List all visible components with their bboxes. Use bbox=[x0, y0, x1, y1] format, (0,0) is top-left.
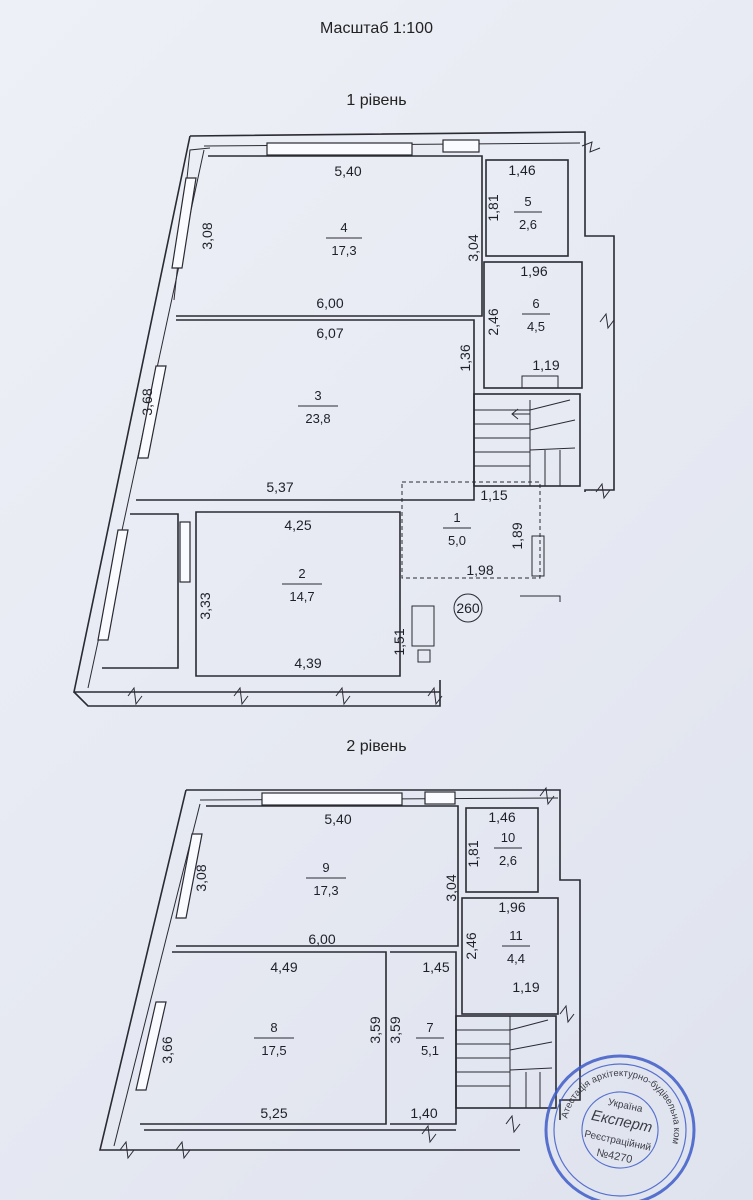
dim-label: 1,19 bbox=[512, 979, 539, 995]
dim-label: 1,40 bbox=[410, 1105, 437, 1121]
room-number: 7 bbox=[426, 1020, 433, 1035]
dim-label: 1,81 bbox=[465, 840, 481, 867]
dim-label: 1,96 bbox=[520, 263, 547, 279]
dim-label: 1,46 bbox=[488, 809, 515, 825]
room-area: 23,8 bbox=[305, 411, 330, 426]
room-area: 2,6 bbox=[499, 853, 517, 868]
dim-label: 3,08 bbox=[199, 222, 215, 249]
dim-label: 1,89 bbox=[509, 522, 525, 549]
room-area: 4,4 bbox=[507, 951, 525, 966]
dim-label: 1,96 bbox=[498, 899, 525, 915]
dim-label: 1,51 bbox=[391, 628, 407, 655]
window bbox=[97, 529, 129, 641]
window bbox=[266, 142, 413, 156]
window bbox=[171, 177, 197, 269]
dim-label: 1,98 bbox=[466, 562, 493, 578]
room-number: 2 bbox=[298, 566, 305, 581]
dim-label: 4,39 bbox=[294, 655, 321, 671]
window bbox=[261, 792, 403, 806]
room-area: 17,3 bbox=[331, 243, 356, 258]
window bbox=[442, 139, 480, 153]
window bbox=[175, 833, 203, 919]
expert-stamp: Атестація архітектурно-будівельна комісі… bbox=[544, 1054, 696, 1200]
room-number: 6 bbox=[532, 296, 539, 311]
dim-label: 5,37 bbox=[266, 479, 293, 495]
room-number: 3 bbox=[314, 388, 321, 403]
dim-label: 3,04 bbox=[465, 234, 481, 261]
window bbox=[179, 521, 191, 583]
dim-label: 1,19 bbox=[532, 357, 559, 373]
dim-label: 1,46 bbox=[508, 162, 535, 178]
room-area: 5,1 bbox=[421, 1043, 439, 1058]
room-number: 5 bbox=[524, 194, 531, 209]
dim-label: 3,59 bbox=[387, 1016, 403, 1043]
dim-label: 3,59 bbox=[367, 1016, 383, 1043]
dim-label: 1,81 bbox=[485, 194, 501, 221]
room-area: 4,5 bbox=[527, 319, 545, 334]
stairs bbox=[456, 1016, 553, 1108]
dim-label: 3,66 bbox=[159, 1036, 175, 1063]
stairs bbox=[474, 399, 576, 486]
dim-label: 3,08 bbox=[193, 864, 209, 891]
dim-label: 4,49 bbox=[270, 959, 297, 975]
dim-label: 3,33 bbox=[197, 592, 213, 619]
dim-label: 3,04 bbox=[443, 874, 459, 901]
dim-label: 1,36 bbox=[457, 344, 473, 371]
window bbox=[135, 1001, 167, 1091]
scale-label: Масштаб 1:100 bbox=[320, 20, 433, 37]
room-number: 1 bbox=[453, 510, 460, 525]
room-number: 11 bbox=[509, 928, 523, 943]
level-1-title: 1 рівень bbox=[346, 92, 407, 109]
room-area: 2,6 bbox=[519, 217, 537, 232]
room-number: 9 bbox=[322, 860, 329, 875]
dim-label: 5,40 bbox=[334, 163, 361, 179]
window bbox=[424, 791, 456, 805]
window bbox=[137, 365, 167, 459]
room-area: 5,0 bbox=[448, 533, 466, 548]
room-area: 17,5 bbox=[261, 1043, 286, 1058]
room-number: 4 bbox=[340, 220, 347, 235]
level-1-plan: 5,40 3,08 3,04 4 17,3 6,00 6,07 3,68 3 2… bbox=[73, 131, 615, 707]
dim-label: 3,68 bbox=[139, 388, 155, 415]
room-area: 14,7 bbox=[289, 589, 314, 604]
dim-label: 6,07 bbox=[316, 325, 343, 341]
dim-label: 6,00 bbox=[316, 295, 343, 311]
room-number: 8 bbox=[270, 1020, 277, 1035]
dim-label: 2,46 bbox=[463, 932, 479, 959]
marker-circle bbox=[453, 593, 483, 623]
dim-label: 5,25 bbox=[260, 1105, 287, 1121]
room-number: 10 bbox=[501, 830, 515, 845]
room-area: 17,3 bbox=[313, 883, 338, 898]
dim-label: 1,15 bbox=[480, 487, 507, 503]
dim-label: 6,00 bbox=[308, 931, 335, 947]
dim-label: 2,46 bbox=[485, 308, 501, 335]
dim-label: 1,45 bbox=[422, 959, 449, 975]
dim-label: 5,40 bbox=[324, 811, 351, 827]
dim-label: 4,25 bbox=[284, 517, 311, 533]
marker-label: 260 bbox=[456, 600, 480, 616]
level-2-plan: 5,40 3,08 3,04 9 17,3 6,00 4,49 1,45 3,6… bbox=[98, 786, 581, 1160]
level-2-title: 2 рівень bbox=[346, 738, 407, 755]
